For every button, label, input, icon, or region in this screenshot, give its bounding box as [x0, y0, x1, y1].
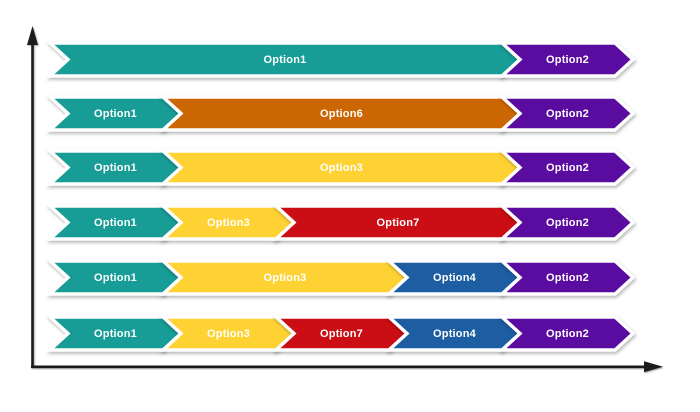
segment-label: Option1 [263, 54, 307, 66]
sequence-row: Option1 Option3 Option4 Option2 [0, 259, 700, 296]
segment-option7[interactable]: Option7 [271, 204, 523, 241]
chevron-arrow-shape [497, 149, 636, 186]
segment-label: Option7 [320, 328, 363, 340]
segment-option2[interactable]: Option2 [497, 204, 636, 241]
segment-label: Option1 [94, 217, 137, 229]
segment-option4[interactable]: Option4 [384, 259, 523, 296]
segment-option3[interactable]: Option3 [158, 315, 297, 352]
segment-option1[interactable]: Option1 [45, 95, 184, 132]
x-axis-arrowhead [644, 361, 663, 373]
segment-option2[interactable]: Option2 [497, 315, 636, 352]
segment-option6[interactable]: Option6 [158, 95, 523, 132]
segment-label: Option2 [546, 162, 589, 174]
sequence-row: Option1 Option3 Option2 [0, 149, 700, 186]
chevron-arrow-shape [497, 315, 636, 352]
sequence-row: Option1 Option2 [0, 41, 700, 78]
chevron-polygon [497, 149, 636, 186]
chevron-polygon [497, 315, 636, 352]
segment-label: Option2 [546, 217, 589, 229]
segment-option3[interactable]: Option3 [158, 149, 523, 186]
segment-option1[interactable]: Option1 [45, 149, 184, 186]
sequence-row: Option1 Option3 Option7 Option2 [0, 204, 700, 241]
segment-option3[interactable]: Option3 [158, 259, 410, 296]
segment-option1[interactable]: Option1 [45, 315, 184, 352]
segment-option4[interactable]: Option4 [384, 315, 523, 352]
segment-label: Option3 [207, 328, 250, 340]
segment-label: Option2 [546, 272, 589, 284]
segment-label: Option2 [546, 54, 589, 66]
segment-option2[interactable]: Option2 [497, 95, 636, 132]
segment-option1[interactable]: Option1 [45, 204, 184, 241]
segment-label: Option4 [433, 328, 476, 340]
segment-label: Option1 [94, 272, 137, 284]
segment-label: Option2 [546, 108, 589, 120]
segment-option2[interactable]: Option2 [497, 149, 636, 186]
segment-label: Option6 [320, 108, 363, 120]
segment-label: Option1 [94, 328, 137, 340]
segment-label: Option3 [207, 217, 250, 229]
chevron-polygon [497, 95, 636, 132]
segment-label: Option4 [433, 272, 476, 284]
segment-option1[interactable]: Option1 [45, 41, 523, 78]
segment-label: Option1 [94, 108, 137, 120]
chevron-polygon [497, 259, 636, 296]
sequence-row: Option1 Option3 Option7 Option4 Option2 [0, 315, 700, 352]
chevron-arrow-shape [497, 259, 636, 296]
segment-option2[interactable]: Option2 [497, 259, 636, 296]
segment-label: Option3 [263, 272, 307, 284]
segment-option1[interactable]: Option1 [45, 259, 184, 296]
segment-option7[interactable]: Option7 [271, 315, 410, 352]
segment-option3[interactable]: Option3 [158, 204, 297, 241]
segment-label: Option3 [320, 162, 363, 174]
sequence-row: Option1 Option6 Option2 [0, 95, 700, 132]
chevron-polygon [497, 204, 636, 241]
chevron-polygon [497, 41, 636, 78]
chevron-arrow-shape [497, 41, 636, 78]
segment-label: Option7 [376, 217, 420, 229]
segment-label: Option2 [546, 328, 589, 340]
y-axis-arrowhead [27, 26, 38, 45]
segment-option2[interactable]: Option2 [497, 41, 636, 78]
segment-label: Option1 [94, 162, 137, 174]
chevron-arrow-shape [497, 95, 636, 132]
chevron-arrow-shape [497, 204, 636, 241]
